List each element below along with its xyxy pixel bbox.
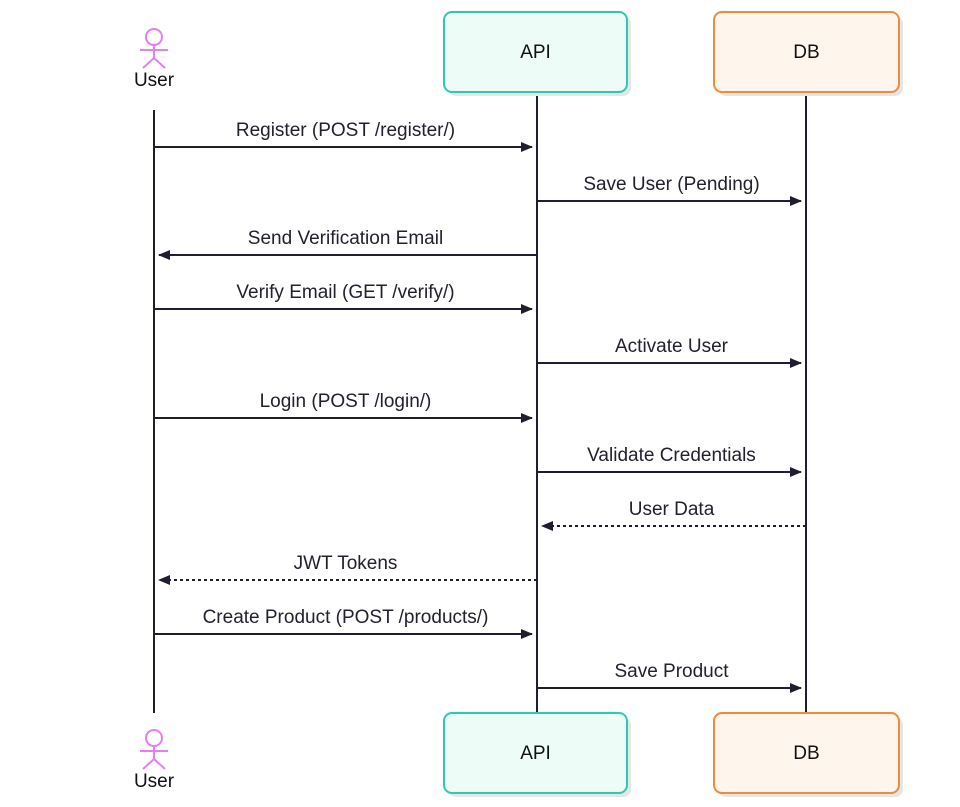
message-label: Create Product (POST /products/) bbox=[203, 607, 489, 628]
api-box-bottom: API bbox=[443, 712, 631, 797]
db-box-top: DB bbox=[713, 11, 903, 96]
message-9: JWT Tokens bbox=[158, 553, 537, 585]
user-label-bottom: User bbox=[134, 771, 175, 792]
message-label: Save User (Pending) bbox=[583, 174, 759, 195]
message-1: Register (POST /register/) bbox=[154, 120, 533, 152]
user-actor-bottom: User bbox=[134, 729, 175, 792]
message-3: Send Verification Email bbox=[158, 228, 537, 260]
db-label-top: DB bbox=[793, 42, 819, 63]
message-10: Create Product (POST /products/) bbox=[154, 607, 533, 639]
message-label: Verify Email (GET /verify/) bbox=[236, 282, 454, 303]
messages: Register (POST /register/) Save User (Pen… bbox=[154, 120, 806, 693]
message-7: Validate Credentials bbox=[537, 445, 802, 477]
user-actor-top: User bbox=[134, 28, 175, 91]
stick-figure-icon bbox=[140, 28, 168, 69]
message-label: JWT Tokens bbox=[294, 553, 398, 574]
message-label: User Data bbox=[629, 499, 715, 520]
message-label: Send Verification Email bbox=[248, 228, 443, 249]
user-label-top: User bbox=[134, 70, 175, 91]
message-8: User Data bbox=[541, 499, 806, 531]
message-6: Login (POST /login/) bbox=[154, 391, 533, 423]
db-box-bottom: DB bbox=[713, 712, 903, 797]
db-label-bottom: DB bbox=[793, 743, 819, 764]
message-label: Activate User bbox=[615, 336, 729, 357]
message-label: Validate Credentials bbox=[587, 445, 756, 466]
message-label: Save Product bbox=[614, 661, 729, 682]
api-box-top: API bbox=[443, 11, 631, 96]
message-2: Save User (Pending) bbox=[537, 174, 802, 206]
stick-figure-icon bbox=[140, 729, 168, 770]
message-5: Activate User bbox=[537, 336, 802, 368]
api-label-bottom: API bbox=[520, 743, 551, 764]
api-label-top: API bbox=[520, 42, 551, 63]
message-label: Register (POST /register/) bbox=[236, 120, 455, 141]
message-4: Verify Email (GET /verify/) bbox=[154, 282, 533, 314]
message-label: Login (POST /login/) bbox=[260, 391, 432, 412]
message-11: Save Product bbox=[537, 661, 802, 693]
